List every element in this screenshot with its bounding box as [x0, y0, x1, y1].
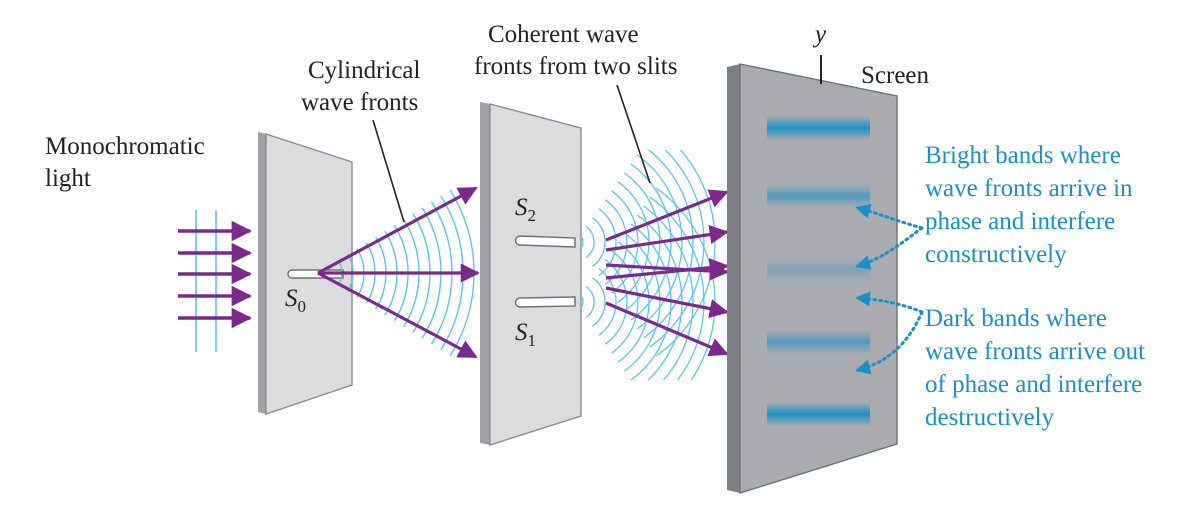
wave-arc-s2 — [585, 225, 595, 259]
wave-arc-s1 — [604, 259, 628, 345]
dark-bands-annotation: Dark bands where wave fronts arrive out … — [925, 305, 1151, 431]
wave-arc-s2 — [643, 150, 694, 339]
s2-label: S2 — [515, 194, 536, 225]
wave-arc-s2 — [579, 234, 584, 250]
coherent-wave-fronts — [579, 150, 716, 380]
wave-arc-s2 — [649, 150, 705, 348]
rays-from-s0 — [317, 186, 480, 359]
bright-bands-annotation: Bright bands where wave fronts arrive in… — [925, 142, 1139, 268]
wave-arc-s1 — [630, 223, 672, 380]
svg-text:Dark bands where wave fr: Dark bands where wave fronts arrive out … — [925, 305, 1151, 431]
label-leaders — [372, 84, 651, 223]
wave-arc-s2 — [611, 190, 639, 294]
coherent-label: Coherent wave fronts from two slits — [474, 21, 677, 80]
wave-arc-s1 — [592, 277, 606, 327]
monochromatic-label: Monochromatic light — [45, 133, 211, 192]
wave-arc-s2 — [592, 217, 606, 267]
double-slit-barrier — [480, 102, 582, 446]
rays-from-slits — [605, 189, 729, 357]
cylindrical-label: Cylindrical wave fronts — [301, 57, 427, 116]
single-slit-barrier — [258, 132, 353, 415]
wave-arc-s2 — [617, 181, 650, 303]
annotation-pointers — [855, 203, 924, 375]
y-axis-label: y — [812, 21, 827, 48]
plane-wave-fronts — [195, 210, 217, 352]
wave-arc-s1 — [579, 294, 584, 310]
interference-band — [767, 184, 870, 208]
screen-label: Screen — [861, 62, 930, 89]
interference-band — [767, 402, 870, 426]
wave-arc-s2 — [598, 208, 617, 276]
wave-arc-s1 — [624, 232, 661, 372]
wave-arc-s1 — [611, 250, 639, 354]
wave-arc-s1 — [643, 205, 694, 380]
interference-bands — [767, 116, 870, 426]
screen — [727, 63, 898, 494]
wave-arc-s1 — [656, 187, 716, 380]
interference-band — [767, 116, 870, 140]
s0-label: S0 — [285, 285, 306, 316]
wave-arc-s1 — [649, 196, 705, 380]
wave-arc-s2 — [636, 154, 683, 330]
s1-label: S1 — [515, 319, 536, 350]
interference-band — [767, 330, 870, 354]
slit-s1 — [514, 296, 576, 308]
svg-text:Bright bands where wave: Bright bands where wave fronts arrive in… — [925, 142, 1139, 268]
wave-arc-s1 — [598, 268, 617, 336]
wave-arc-s1 — [585, 285, 595, 319]
incoming-light-rays — [178, 220, 253, 329]
interference-band — [767, 258, 870, 282]
wave-arc-s1 — [617, 241, 650, 363]
slit-s2 — [514, 235, 576, 248]
